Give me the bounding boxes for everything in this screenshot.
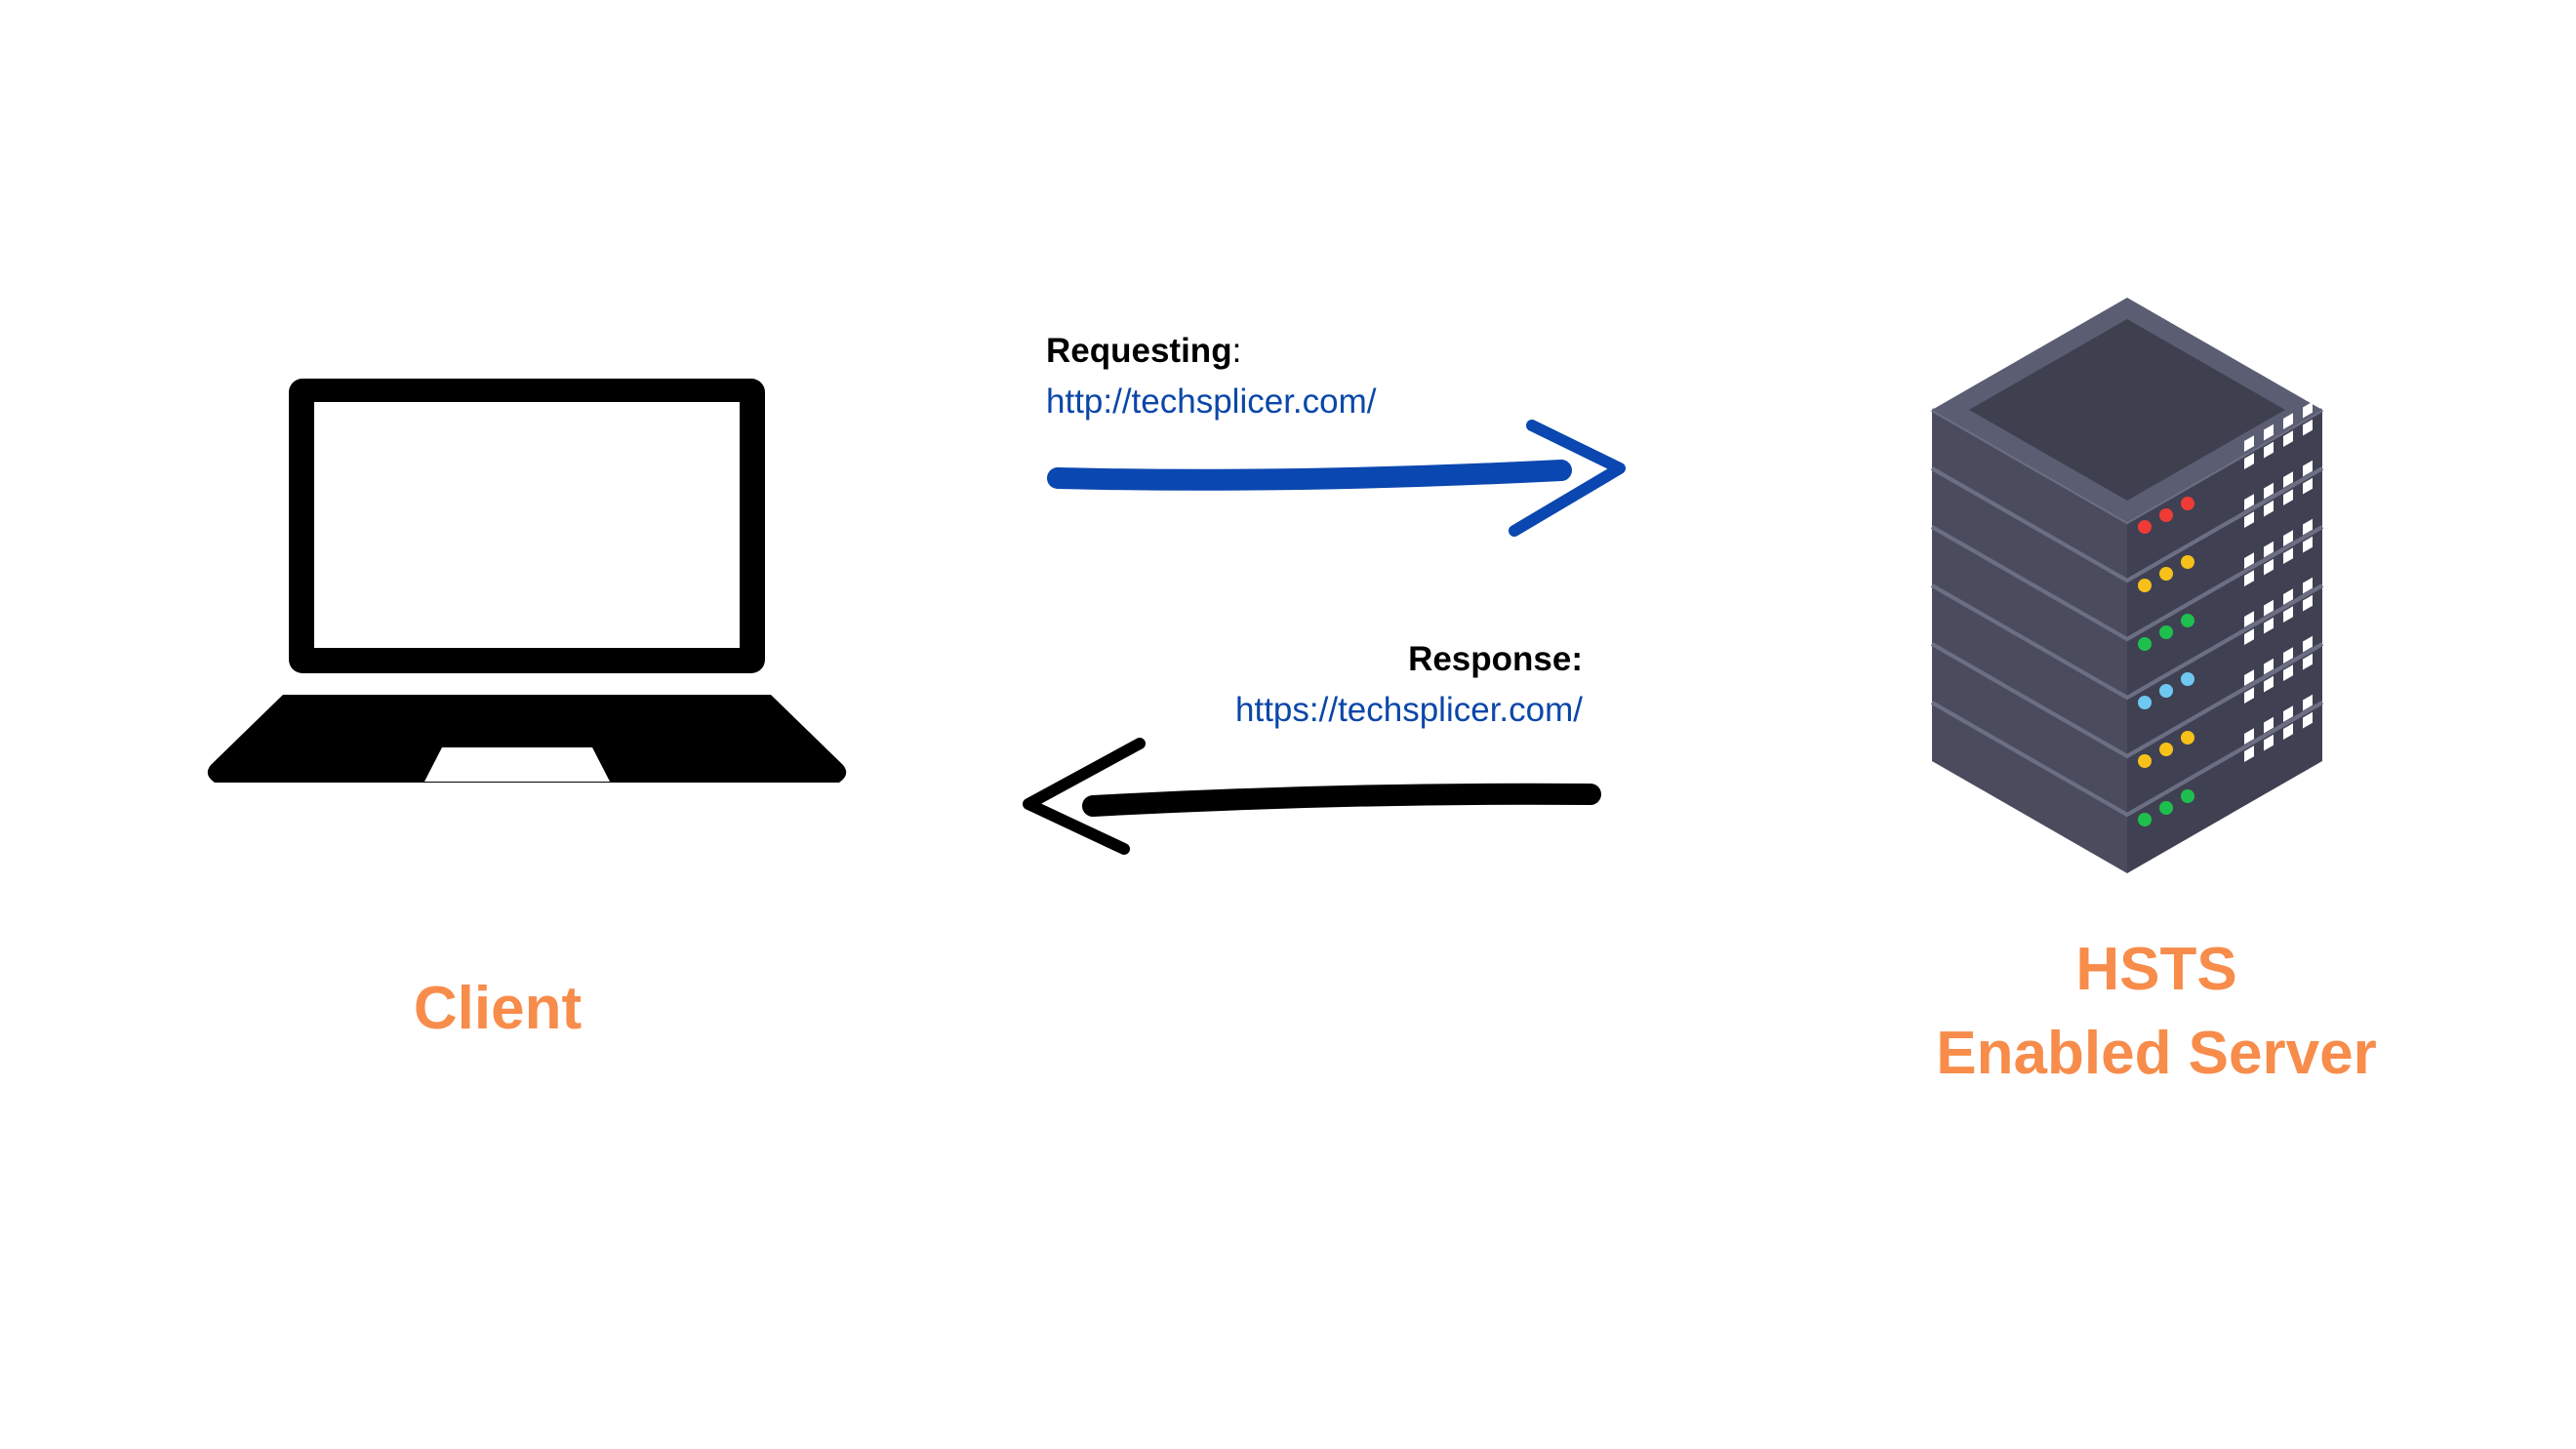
response-url: https://techsplicer.com/ [1235, 691, 1583, 729]
vent-square [2264, 482, 2274, 500]
vent-square [2264, 716, 2274, 734]
response-heading: Response: [1408, 640, 1583, 679]
vent-square [2303, 401, 2313, 419]
vent-square [2244, 570, 2254, 587]
vent-square [2283, 530, 2293, 546]
vent-square [2264, 675, 2274, 693]
request-heading: Requesting: [1046, 332, 1241, 371]
vent-square [2303, 653, 2313, 670]
vent-square [2264, 734, 2274, 751]
vent-square [2264, 658, 2274, 675]
vent-square [2264, 558, 2274, 576]
vent-square [2303, 594, 2313, 612]
vent-square [2283, 588, 2293, 605]
vent-square [2303, 460, 2313, 477]
laptop-icon [207, 379, 847, 783]
vent-square [2303, 577, 2313, 594]
vent-square [2303, 419, 2313, 436]
vent-square [2244, 453, 2254, 470]
vent-square [2244, 552, 2254, 570]
vent-square [2283, 647, 2293, 664]
vent-square [2264, 441, 2274, 459]
response-heading-text: Response [1408, 640, 1572, 678]
server-label-line2: Enabled Server [1936, 1020, 2377, 1087]
vent-square [2283, 430, 2293, 447]
vent-square [2303, 477, 2313, 495]
request-heading-text: Requesting [1046, 332, 1232, 370]
vent-square [2303, 711, 2313, 729]
vent-square [2264, 599, 2274, 617]
vent-square [2244, 494, 2254, 511]
vent-square [2303, 694, 2313, 711]
vent-square [2244, 611, 2254, 628]
vent-square [2283, 705, 2293, 722]
vent-square [2303, 536, 2313, 553]
vent-square [2303, 635, 2313, 653]
vent-square [2244, 728, 2254, 745]
vent-square [2264, 617, 2274, 634]
vent-square [2244, 511, 2254, 529]
vent-square [2283, 664, 2293, 681]
server-label-line1: HSTS [2075, 936, 2237, 1003]
vent-square [2283, 723, 2293, 740]
request-url: http://techsplicer.com/ [1046, 382, 1377, 421]
vent-square [2283, 413, 2293, 429]
response-heading-colon: : [1571, 640, 1583, 678]
vent-square [2303, 518, 2313, 536]
vent-square [2283, 471, 2293, 488]
vent-square [2283, 489, 2293, 505]
vent-square [2264, 423, 2274, 441]
vent-square [2244, 435, 2254, 453]
vent-square [2264, 541, 2274, 558]
vent-square [2283, 547, 2293, 564]
vent-square [2244, 745, 2254, 763]
server-rack-icon [1930, 298, 2324, 875]
vent-square [2244, 687, 2254, 704]
request-heading-colon: : [1231, 332, 1242, 370]
arrow-left-icon [1023, 738, 1601, 855]
vent-square [2264, 500, 2274, 517]
vent-square [2244, 669, 2254, 687]
arrow-right-icon [1047, 420, 1626, 537]
client-label: Client [413, 975, 583, 1042]
vent-square [2244, 628, 2254, 646]
vent-square [2283, 606, 2293, 623]
